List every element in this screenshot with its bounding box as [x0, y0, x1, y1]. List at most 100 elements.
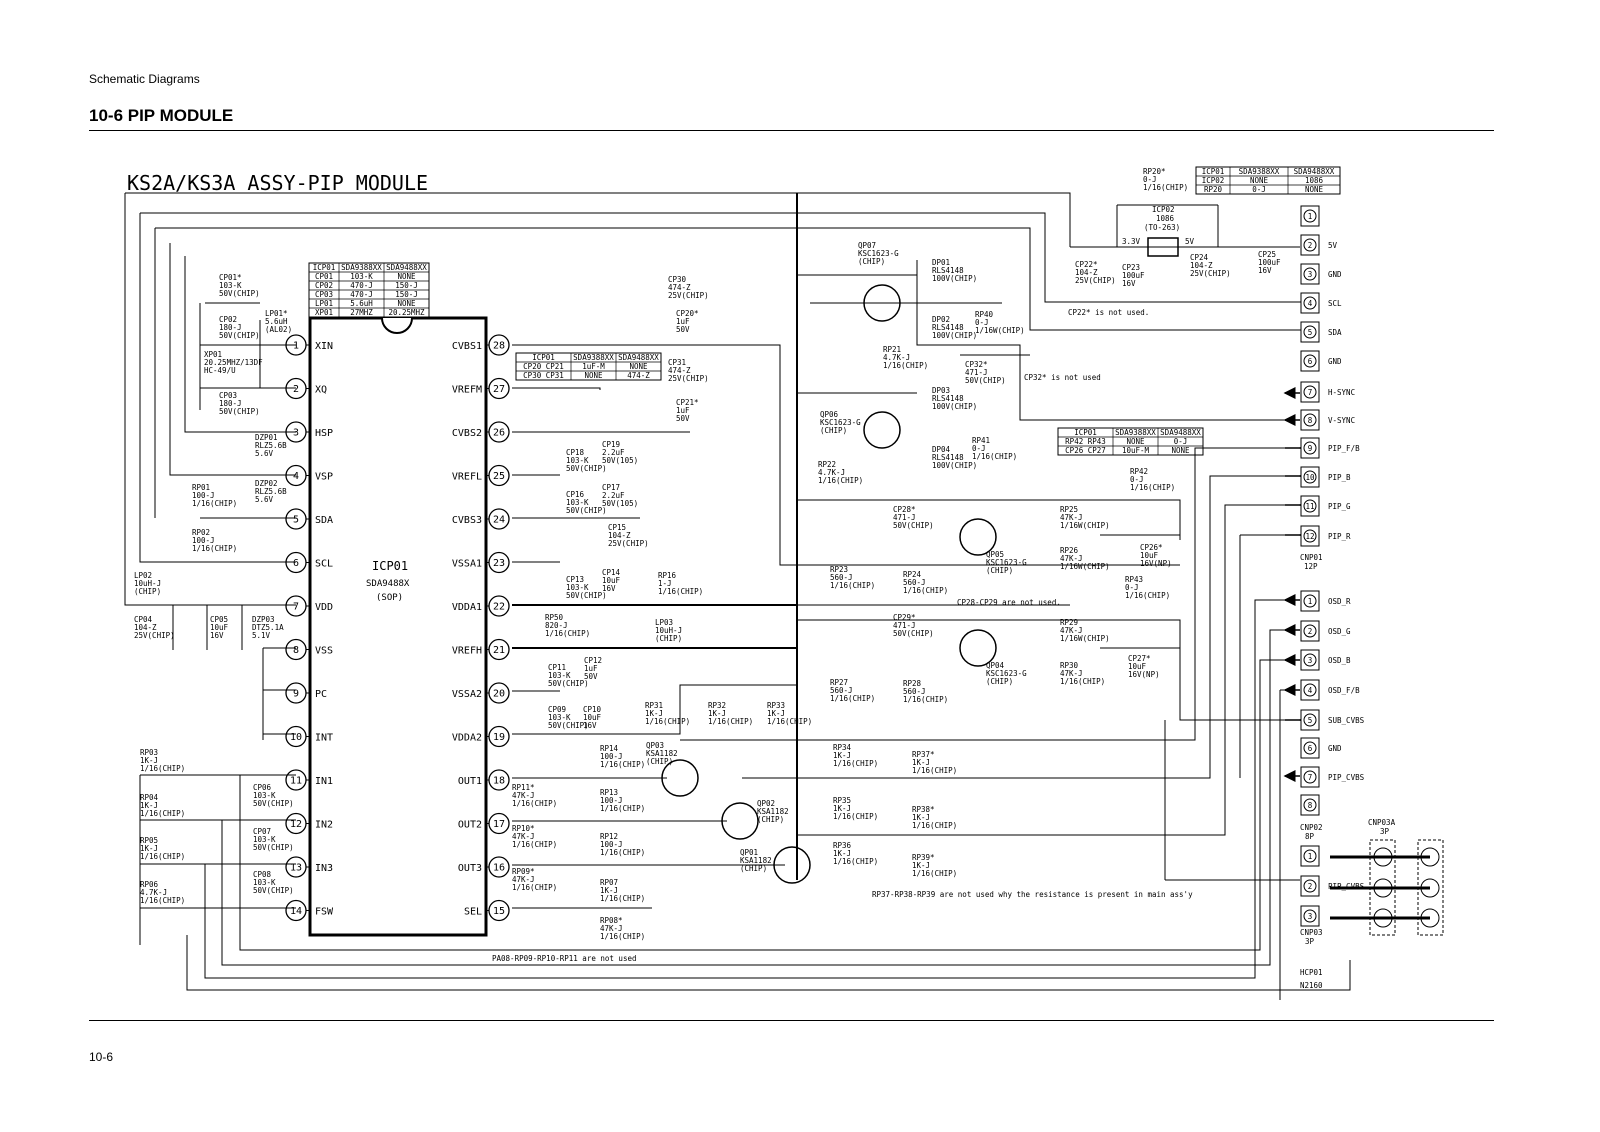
- transistor-qp03: [661, 759, 699, 797]
- ic-pin-number: 24: [493, 515, 505, 526]
- component-label-rp14: RP14: [600, 744, 619, 753]
- component-label-rp33: RP33: [767, 701, 785, 710]
- component-label-cp01: 50V(CHIP): [219, 289, 260, 298]
- connector-pin-circle: [1303, 879, 1317, 893]
- component-label-rp32: 1K-J: [708, 709, 726, 718]
- ic-pin-name: XQ: [315, 385, 327, 396]
- component-label-cp27: 10uF: [1128, 662, 1147, 671]
- note-rp08: PA08-RP09-RP10-RP11 are not used: [492, 954, 637, 963]
- component-label-cp15: 25V(CHIP): [608, 539, 649, 548]
- connector-pin-circle: [1303, 385, 1317, 399]
- ic-pin-name: SEL: [464, 907, 482, 918]
- connector-pin-box: [1300, 709, 1320, 731]
- ic-pin-name: VREFH: [452, 646, 482, 657]
- table-cell: NONE: [629, 362, 648, 371]
- component-label-cp28: 50V(CHIP): [893, 521, 934, 530]
- component-label-cp30: 474-Z: [668, 283, 691, 292]
- ic-pin-name: PC: [315, 689, 327, 700]
- table-cell: NONE: [397, 299, 416, 308]
- component-label-cp12: 50V: [584, 672, 598, 681]
- connector-pin-box: [1300, 737, 1320, 759]
- component-label-cp26: 10uF: [1140, 551, 1159, 560]
- component-label-xp01: XP01: [204, 350, 222, 359]
- table-cell: 103-K: [350, 272, 373, 281]
- connector-pin-name: 5V: [1328, 241, 1338, 250]
- note-rp37: RP37-RP38-RP39 are not used why the resi…: [872, 890, 1193, 899]
- component-label-cp28: 471-J: [893, 513, 916, 522]
- connector-pin-circle: [1303, 594, 1317, 608]
- connector-pin-circle: [1303, 354, 1317, 368]
- component-label-rp41: RP41: [972, 436, 990, 445]
- ic-pin-number: 7: [293, 602, 299, 613]
- connector-pin-number: 1: [1308, 852, 1313, 861]
- icp02-in: 3.3V: [1122, 237, 1141, 246]
- component-label-dp02: DP02: [932, 315, 950, 324]
- component-label-rp38: RP38*: [912, 805, 935, 814]
- component-label-cp14: CP14: [602, 568, 621, 577]
- table-cell: SDA9488XX: [618, 353, 659, 362]
- component-label-rp14: 100-J: [600, 752, 623, 761]
- ic-pin-number: 8: [293, 645, 299, 656]
- connector-pin-box: [1300, 649, 1320, 671]
- connector-pin-circle: [1303, 470, 1317, 484]
- component-label-qp02: QP02: [757, 799, 775, 808]
- component-label-qp05: (CHIP): [986, 566, 1013, 575]
- connector-pin-number: 7: [1308, 388, 1313, 397]
- connector-pin-box: [1300, 205, 1320, 227]
- component-label-cp11: 50V(CHIP): [548, 679, 589, 688]
- ic-body: [308, 316, 488, 937]
- component-label-rp34: 1/16(CHIP): [833, 759, 878, 768]
- page-number: 10-6: [89, 1050, 114, 1064]
- connector-pin-name: GND: [1328, 357, 1342, 366]
- connector-pin-name: SCL: [1328, 299, 1342, 308]
- component-label-cp08: 103-K: [253, 878, 276, 887]
- table-cell: NONE: [1126, 437, 1145, 446]
- connector-pin-box: [1300, 466, 1320, 488]
- component-label-lp01: 5.6uH: [265, 317, 288, 326]
- component-label-rp22: 1/16(CHIP): [818, 476, 863, 485]
- component-label-rp23: 1/16(CHIP): [830, 581, 875, 590]
- component-label-rp21: RP21: [883, 345, 901, 354]
- component-label-rp42: 1/16(CHIP): [1130, 483, 1175, 492]
- ic-pin-number: 19: [493, 732, 505, 743]
- connector-pin-number: 1: [1308, 212, 1313, 221]
- hcp01-part: N2160: [1300, 981, 1323, 990]
- ic-pin-name: VREFM: [452, 385, 482, 396]
- component-label-cp31: CP31: [668, 358, 686, 367]
- ic-pin-number: 15: [493, 906, 505, 917]
- component-label-rp05: 1/16(CHIP): [140, 852, 185, 861]
- ic-pin-number: 25: [493, 471, 505, 482]
- table-cell: NONE: [1171, 446, 1190, 455]
- component-label-rp31: 1/16(CHIP): [645, 717, 690, 726]
- connector-pin-box: [1300, 292, 1320, 314]
- component-label-cp03: 50V(CHIP): [219, 407, 260, 416]
- connector-pin-number: 8: [1308, 801, 1313, 810]
- component-label-cp31: 25V(CHIP): [668, 374, 709, 383]
- connector-pin-number: 2: [1308, 627, 1313, 636]
- component-label-rp01: 1/16(CHIP): [192, 499, 237, 508]
- table-cell: SDA9388XX: [1115, 428, 1156, 437]
- top-rule: [89, 130, 1494, 131]
- component-label-rp11: 1/16(CHIP): [512, 799, 557, 808]
- ic-pin-number: 5: [293, 515, 299, 526]
- component-label-cp30: 25V(CHIP): [668, 291, 709, 300]
- component-label-rp20: RP20*: [1143, 167, 1166, 176]
- component-label-rp29: 1/16W(CHIP): [1060, 634, 1110, 643]
- component-label-xp01: HC-49/U: [204, 366, 236, 375]
- table-cell: NONE: [584, 371, 603, 380]
- component-label-rp37: 1/16(CHIP): [912, 766, 957, 775]
- table-cell: CP30 CP31: [523, 371, 564, 380]
- component-label-cp24: 104-Z: [1190, 261, 1213, 270]
- component-label-cp03: 180-J: [219, 399, 242, 408]
- connector-pin-number: 5: [1308, 328, 1313, 337]
- connector-pin-name: PIP_B: [1328, 473, 1351, 482]
- ic-pin-number: 2: [293, 384, 299, 395]
- component-label-rp30: RP30: [1060, 661, 1079, 670]
- component-label-qp06: (CHIP): [820, 426, 847, 435]
- component-label-cp14: 16V: [602, 584, 616, 593]
- component-label-rp41: 0-J: [972, 444, 986, 453]
- component-label-rp03: 1K-J: [140, 756, 158, 765]
- component-label-rp25: 1/16W(CHIP): [1060, 521, 1110, 530]
